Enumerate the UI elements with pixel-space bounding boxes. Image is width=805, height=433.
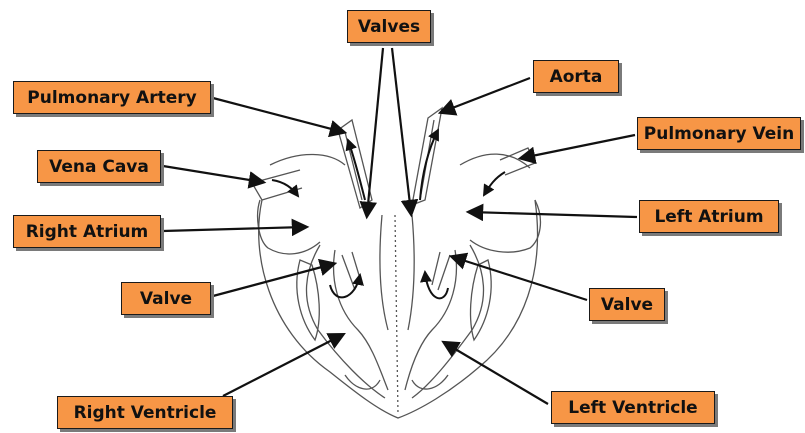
label-left-atrium: Left Atrium — [639, 200, 779, 233]
label-pulmonary-artery: Pulmonary Artery — [13, 81, 211, 114]
arrow-aorta — [442, 78, 530, 112]
arrow-vena-cava — [163, 166, 262, 182]
flow-arrow-aorta — [420, 130, 438, 200]
septum — [395, 215, 398, 415]
label-vena-cava: Vena Cava — [37, 150, 161, 183]
arrow-valve-right — [453, 257, 587, 300]
arrow-valves-left — [367, 48, 383, 215]
flow-arrow-pulmonary-vein — [484, 172, 505, 195]
label-valve-left: Valve — [121, 282, 211, 315]
flow-arrow-left-ventricle — [425, 272, 448, 298]
heart-outline — [252, 108, 540, 418]
arrow-valves-right — [392, 48, 411, 213]
label-valve-right: Valve — [589, 288, 665, 321]
vena-cava-tube — [252, 170, 302, 200]
arrow-left-ventricle — [445, 343, 548, 404]
arrow-right-ventricle — [223, 335, 342, 396]
flow-arrow-pulmonary-artery — [348, 140, 365, 200]
label-right-ventricle: Right Ventricle — [57, 396, 233, 429]
arrow-valve-left — [213, 264, 333, 296]
pulmonary-vein-tube — [500, 148, 535, 175]
label-aorta: Aorta — [533, 60, 619, 93]
label-valves: Valves — [347, 10, 431, 43]
label-pulmonary-vein: Pulmonary Vein — [637, 117, 801, 150]
arrow-pulmonary-artery — [213, 98, 343, 132]
arrow-right-atrium — [163, 227, 305, 231]
label-right-atrium: Right Atrium — [13, 215, 161, 248]
mitral-valve — [432, 252, 450, 290]
label-left-ventricle: Left Ventricle — [551, 391, 715, 424]
pointer-arrows — [163, 48, 637, 404]
arrow-pulmonary-vein — [522, 135, 635, 158]
arrow-left-atrium — [470, 212, 637, 217]
left-atrium-wall — [470, 200, 540, 252]
tricuspid-valve — [342, 252, 362, 290]
